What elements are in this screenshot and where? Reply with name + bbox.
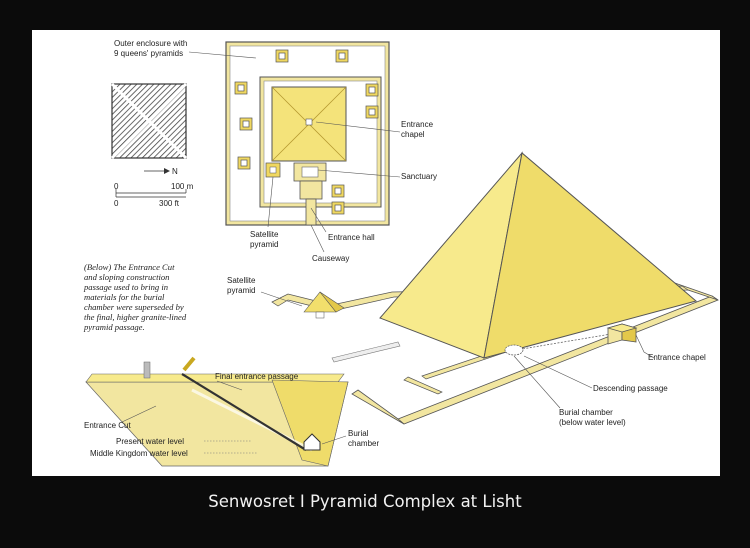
descending-passage (515, 332, 618, 351)
entrance-chapel-perspective-label: Entrance chapel (648, 353, 706, 362)
construction-note: (Below) The Entrance Cut and sloping con… (83, 262, 188, 332)
queens-pyramids (234, 49, 379, 215)
entrance-cut-label: Entrance Cut (84, 421, 131, 430)
burial-chamber-section (303, 433, 321, 451)
entrance-cut-marker (143, 361, 151, 379)
causeway-plan (305, 198, 317, 226)
causeway-perspective (331, 341, 401, 363)
section-view (85, 356, 349, 467)
present-water-label: Present water level (116, 437, 184, 446)
main-pyramid-right-face (483, 152, 698, 359)
scale-zero-top: 0 (114, 182, 119, 191)
north-label: N (172, 167, 178, 176)
descending-passage-label: Descending passage (593, 384, 668, 393)
satellite-pyramid-plan-label: Satellite pyramid (250, 230, 281, 249)
entrance-cut-ramp (182, 356, 196, 372)
entrance-chapel-plan-label: Entrance chapel (401, 120, 435, 139)
outer-enclosure-label: Outer enclosure with 9 queens' pyramids (114, 39, 190, 58)
slide-caption: Senwosret I Pyramid Complex at Lisht (208, 492, 522, 511)
scale-zero-bottom: 0 (114, 199, 119, 208)
pyramid-block-plan-icon (110, 82, 188, 160)
perspective-view (260, 151, 719, 425)
north-arrow (144, 168, 170, 174)
diagram-panel: Outer enclosure with 9 queens' pyramids … (32, 30, 720, 476)
satellite-pyramid-perspective-label: Satellite pyramid (227, 276, 258, 295)
middle-kingdom-water-label: Middle Kingdom water level (90, 449, 188, 458)
pyramid-complex-diagram: Outer enclosure with 9 queens' pyramids … (83, 39, 719, 467)
causeway-label: Causeway (312, 254, 349, 263)
scale-bar (115, 189, 187, 198)
entrance-hall-label: Entrance hall (328, 233, 375, 242)
scale-feet-label: 300 ft (159, 199, 180, 208)
entrance-hall-plan (299, 180, 323, 200)
burial-chamber-perspective (504, 344, 524, 356)
plan-view (188, 41, 401, 253)
final-entrance-passage-label: Final entrance passage (215, 372, 299, 381)
sanctuary-label: Sanctuary (401, 172, 437, 181)
final-entrance-passage (181, 373, 307, 451)
burial-chamber-perspective-label: Burial chamber (below water level) (559, 408, 626, 427)
scale-meters-label: 100 m (171, 182, 194, 191)
burial-chamber-section-label: Burial chamber (348, 429, 379, 448)
